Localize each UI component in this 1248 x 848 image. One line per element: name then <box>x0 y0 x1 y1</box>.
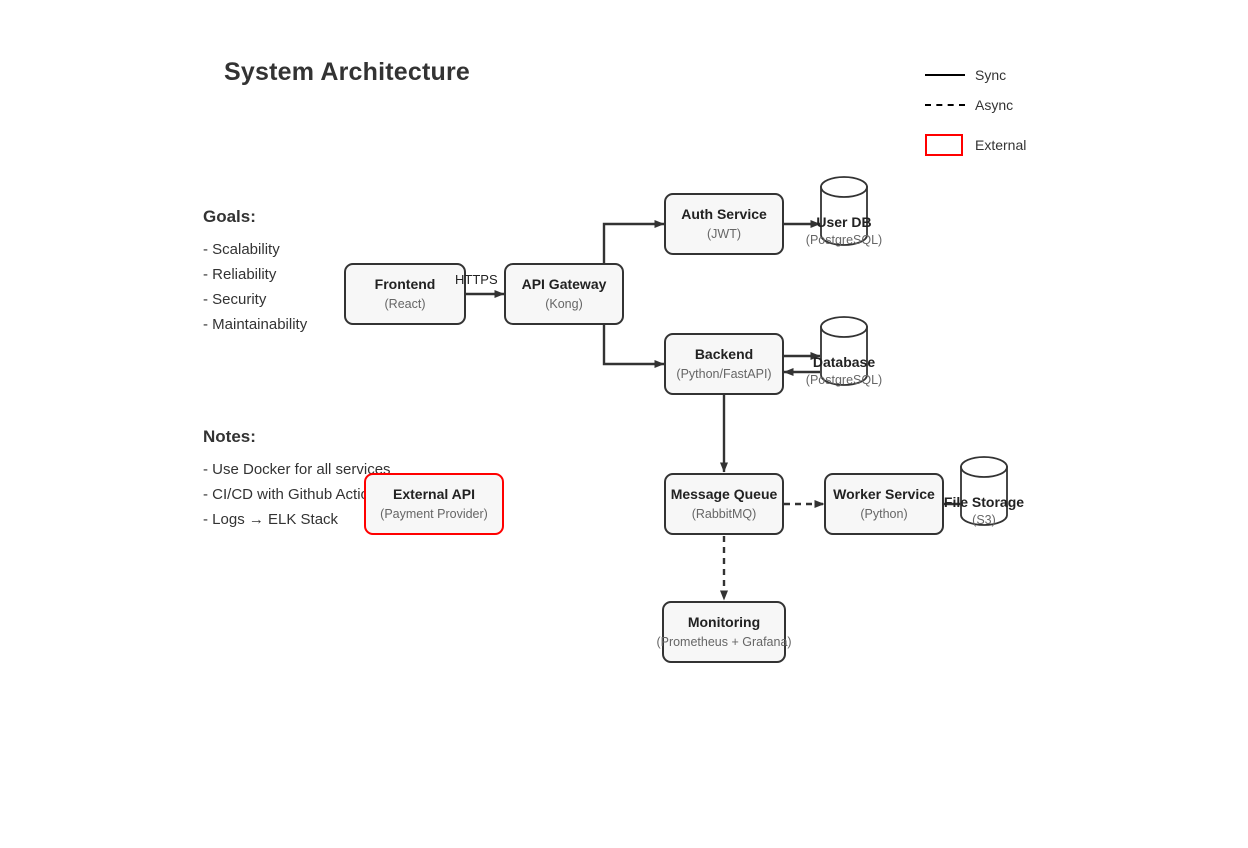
node-auth-service-title: Auth Service <box>681 206 767 223</box>
node-file-storage-subtitle: (S3) <box>972 513 996 528</box>
node-backend-subtitle: (Python/FastAPI) <box>676 367 772 382</box>
legend-label-sync: Sync <box>975 67 1007 83</box>
goals-item-security: - Security <box>203 291 267 308</box>
goals-heading: Goals: <box>203 207 256 226</box>
node-frontend-title: Frontend <box>374 276 436 293</box>
node-message-queue-subtitle: (RabbitMQ) <box>691 507 757 522</box>
node-file-storage-label: File Storage (S3) <box>944 494 1024 527</box>
node-user-db-subtitle: (PostgreSQL) <box>805 233 883 248</box>
node-api-gateway-title: API Gateway <box>521 276 607 293</box>
node-api-gateway[interactable]: API Gateway (Kong) <box>504 263 624 325</box>
node-frontend[interactable]: Frontend (React) <box>344 263 466 325</box>
goals-item-maintainability: - Maintainability <box>203 316 308 333</box>
node-auth-service-subtitle: (JWT) <box>706 227 741 242</box>
node-external-api[interactable]: External API (Payment Provider) <box>364 473 504 535</box>
node-backend-title: Backend <box>694 346 754 363</box>
node-user-db[interactable]: User DB (PostgreSQL) <box>806 176 882 247</box>
node-message-queue[interactable]: Message Queue (RabbitMQ) <box>664 473 784 535</box>
solid-line-icon <box>925 74 965 76</box>
node-database-label: Database (PostgreSQL) <box>806 354 882 387</box>
node-database-title: Database <box>812 354 876 370</box>
node-monitoring[interactable]: Monitoring (Prometheus + Grafana) <box>656 601 792 663</box>
notes-heading: Notes: <box>203 427 256 446</box>
cylinder-icon <box>820 316 868 386</box>
node-database-subtitle: (PostgreSQL) <box>805 373 883 388</box>
goals-item-scalability: - Scalability <box>203 241 280 258</box>
node-auth-service[interactable]: Auth Service (JWT) <box>664 193 784 255</box>
node-backend[interactable]: Backend (Python/FastAPI) <box>664 333 784 395</box>
node-user-db-label: User DB (PostgreSQL) <box>806 214 882 247</box>
legend-key-sync <box>925 65 965 85</box>
goals-item-reliability: - Reliability <box>203 266 277 283</box>
notes-item-docker: - Use Docker for all services <box>203 461 391 478</box>
legend-label-external: External <box>975 137 1027 153</box>
node-file-storage[interactable]: File Storage (S3) <box>944 456 1024 527</box>
node-monitoring-subtitle: (Prometheus + Grafana) <box>656 635 792 650</box>
node-monitoring-title: Monitoring <box>687 614 761 631</box>
node-worker-service[interactable]: Worker Service (Python) <box>824 473 944 535</box>
node-database[interactable]: Database (PostgreSQL) <box>806 316 882 387</box>
edge-gateway-to-auth <box>602 220 665 263</box>
dashed-line-icon <box>925 104 965 106</box>
cylinder-icon <box>960 456 1008 526</box>
node-worker-service-title: Worker Service <box>833 486 935 503</box>
notes-item-cicd: - CI/CD with Github Actions <box>203 486 385 503</box>
node-external-api-subtitle: (Payment Provider) <box>380 507 488 522</box>
node-api-gateway-subtitle: (Kong) <box>545 297 583 312</box>
legend-item-sync: Sync <box>925 65 1006 85</box>
node-file-storage-title: File Storage <box>943 494 1025 510</box>
node-frontend-subtitle: (React) <box>384 297 426 312</box>
edge-gateway-to-backend <box>602 325 665 368</box>
notes-item-logs: - Logs → ELK Stack <box>203 511 339 528</box>
node-external-api-title: External API <box>393 486 475 503</box>
external-swatch-icon <box>925 134 963 156</box>
legend-key-async <box>925 95 965 115</box>
cylinder-icon <box>820 176 868 246</box>
legend-item-external: External <box>925 134 1027 156</box>
node-message-queue-title: Message Queue <box>670 486 778 503</box>
legend-item-async: Async <box>925 95 1013 115</box>
diagram-title: System Architecture <box>224 58 471 86</box>
legend-key-external <box>925 134 965 156</box>
node-worker-service-subtitle: (Python) <box>860 507 908 522</box>
node-user-db-title: User DB <box>816 214 872 230</box>
edge-label-https: HTTPS <box>455 272 498 287</box>
legend-label-async: Async <box>975 97 1014 113</box>
